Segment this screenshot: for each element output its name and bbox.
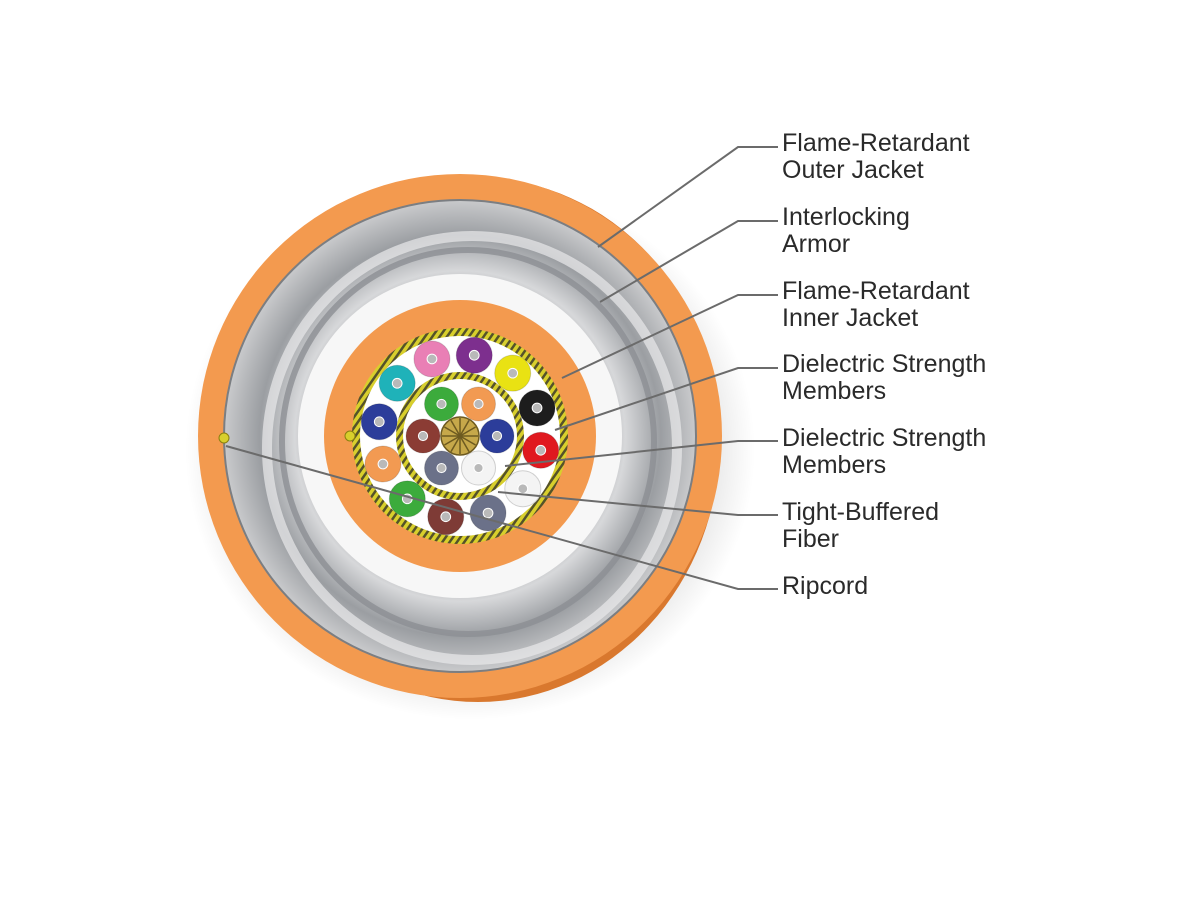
central-spoke <box>450 435 461 452</box>
label-ripcord-line1: Ripcord <box>782 572 869 600</box>
inner-fiber-1 <box>424 386 459 422</box>
label-strength-outer-line2: Members <box>782 377 887 405</box>
inner-fiber-5 <box>424 450 459 486</box>
outer-fiber-12 <box>378 364 416 402</box>
label-strength-inner-line2: Members <box>782 451 887 479</box>
label-armor-line1: Interlocking <box>782 203 910 231</box>
armor-ridge-2 <box>279 247 657 637</box>
leader-outer-jacket <box>597 146 778 248</box>
outer-fiber-1 <box>413 340 451 378</box>
inner-fiber-ring <box>405 386 515 486</box>
label-fiber-line2: Fiber <box>782 525 839 553</box>
outer-fiber-3 <box>494 354 532 392</box>
leader-strength-inner <box>504 440 778 467</box>
label-fiber: Tight-Buffered Fiber <box>782 499 939 553</box>
central-spoke <box>450 420 461 437</box>
ripcord-inner <box>344 430 356 442</box>
label-strength-outer-line1: Dielectric Strength <box>782 350 987 378</box>
label-strength-inner: Dielectric Strength Members <box>782 425 986 479</box>
leader-fiber <box>497 491 778 516</box>
central-spoke <box>459 420 470 437</box>
leader-ripcord <box>225 445 778 590</box>
label-fiber-line1: Tight-Buffered <box>782 498 940 526</box>
central-spoke <box>444 435 461 446</box>
inner-fiber-3 <box>479 418 515 454</box>
central-spoke <box>444 426 461 437</box>
leader-armor <box>599 220 778 303</box>
outer-fiber-5 <box>522 431 560 469</box>
outer-fiber-4 <box>518 389 556 427</box>
label-armor-line2: Armor <box>782 230 851 258</box>
label-outer-jacket: Flame-Retardant Outer Jacket <box>782 130 970 184</box>
label-strength-outer: Dielectric Strength Members <box>782 351 986 405</box>
central-strength-member-spokes <box>442 418 478 454</box>
label-ripcord: Ripcord <box>782 573 868 600</box>
label-inner-jacket: Flame-Retardant Inner Jacket <box>782 278 970 332</box>
label-outer-jacket-line2: Outer Jacket <box>782 156 924 184</box>
inner-fiber-6 <box>405 418 441 454</box>
label-strength-inner-line1: Dielectric Strength <box>782 424 987 452</box>
central-spoke <box>459 426 476 437</box>
central-spoke <box>459 435 470 452</box>
outer-fiber-2 <box>455 336 493 374</box>
leader-inner-jacket <box>561 294 778 379</box>
outer-fiber-ring <box>360 336 560 536</box>
label-inner-jacket-line1: Flame-Retardant <box>782 277 970 305</box>
leader-strength-outer <box>554 367 778 431</box>
leader-lines <box>225 146 778 590</box>
outer-fiber-8 <box>427 498 465 536</box>
outer-fiber-9 <box>388 480 426 518</box>
inner-fiber-4 <box>461 450 496 486</box>
central-spoke <box>459 435 476 446</box>
label-outer-jacket-line1: Flame-Retardant <box>782 129 970 157</box>
label-armor: Interlocking Armor <box>782 204 910 258</box>
outer-fiber-11 <box>360 403 398 441</box>
ripcord-outer <box>218 432 230 444</box>
outer-fiber-10 <box>364 445 402 483</box>
label-inner-jacket-line2: Inner Jacket <box>782 304 919 332</box>
outer-fiber-7 <box>469 494 507 532</box>
inner-fiber-2 <box>461 386 496 422</box>
outer-fiber-6 <box>504 470 542 508</box>
